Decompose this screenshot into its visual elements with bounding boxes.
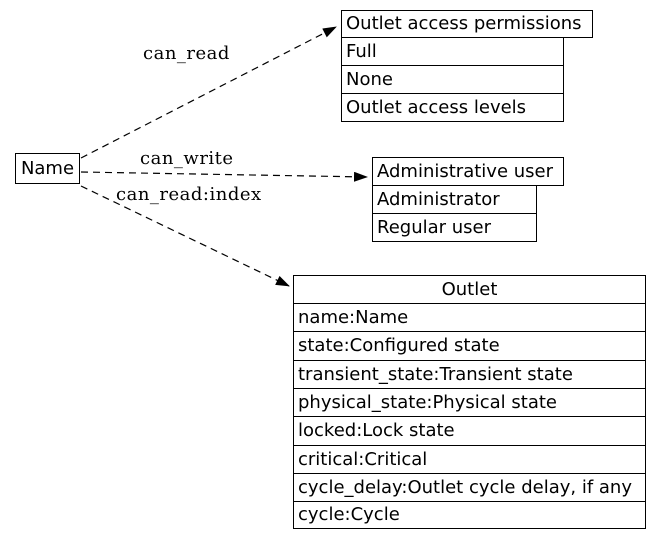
node-outlet-row: physical_state:Physical state [293,388,646,417]
node-name: Name [15,153,80,184]
edge-label-can-read-index: can_read:index [116,184,262,205]
node-permissions-row: None [341,65,564,94]
node-permissions-header: Outlet access permissions [341,10,593,38]
node-admin-row: Administrator [372,185,537,214]
node-admin-row: Regular user [372,213,537,242]
node-permissions-row: Outlet access levels [341,93,564,122]
node-outlet-row: transient_state:Transient state [293,360,646,389]
node-outlet-row: name:Name [293,303,646,332]
edge-can-write [80,171,368,182]
node-outlet-row: state:Configured state [293,331,646,361]
node-outlet-header: Outlet [293,275,646,304]
node-outlet-row: locked:Lock state [293,416,646,446]
edge-label-can-read: can_read [143,43,230,64]
node-outlet-row: critical:Critical [293,445,646,474]
edge-label-can-write: can_write [140,148,234,169]
edge-can-read-index [80,185,290,287]
node-permissions-row: Full [341,37,564,66]
node-admin-header: Administrative user [372,157,564,186]
node-outlet-row: cycle_delay:Outlet cycle delay, if any [293,473,646,502]
node-outlet-row: cycle:Cycle [293,501,646,529]
